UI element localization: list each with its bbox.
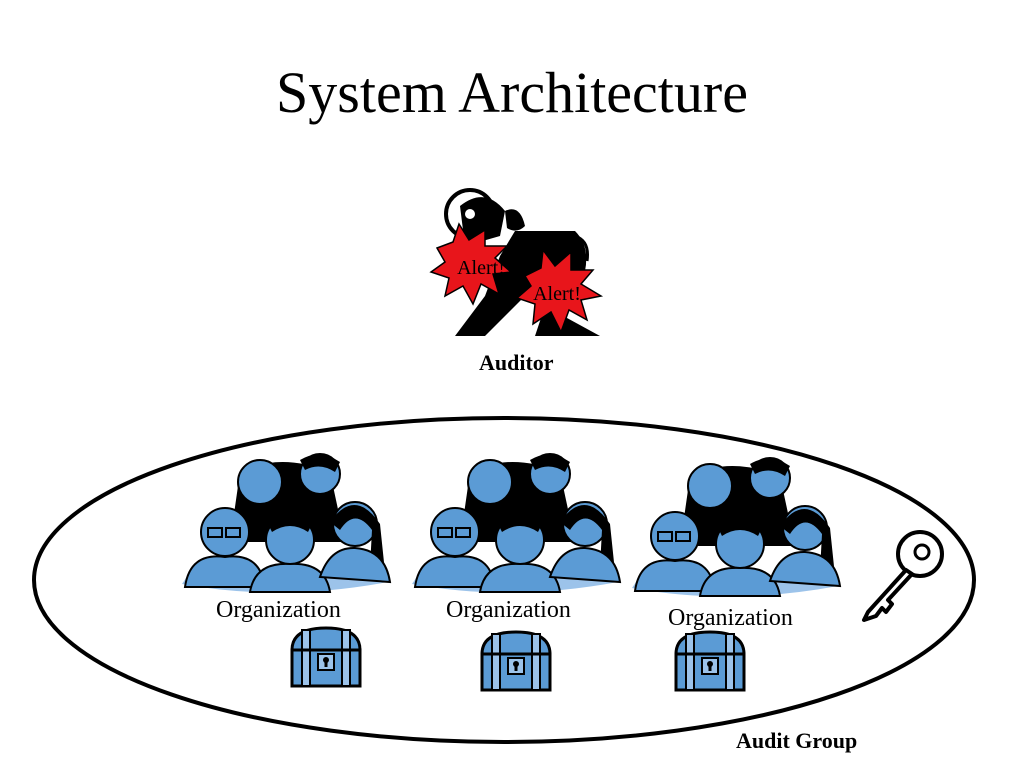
people-group-icon xyxy=(182,453,392,593)
alert-text-2: Alert! xyxy=(533,283,581,305)
organization-label-3: Organization xyxy=(668,605,793,631)
organization-label-1: Organization xyxy=(216,597,341,623)
people-group-icon xyxy=(411,453,621,594)
auditor-label: Auditor xyxy=(479,350,554,375)
slide-title: System Architecture xyxy=(276,60,748,125)
alert-text-1: Alert! xyxy=(457,257,505,279)
alert-burst-1 xyxy=(429,222,513,306)
treasure-chest-icon xyxy=(674,630,746,692)
auditor-alert-icon: Alert! Alert! xyxy=(429,188,604,336)
people-group-icon xyxy=(631,457,841,598)
alert-burst-2 xyxy=(515,248,604,334)
audit-group-label: Audit Group xyxy=(736,728,858,753)
treasure-chest-icon xyxy=(480,630,552,692)
organization-label-2: Organization xyxy=(446,597,571,623)
key-icon xyxy=(862,530,944,622)
treasure-chest-icon xyxy=(290,626,362,688)
